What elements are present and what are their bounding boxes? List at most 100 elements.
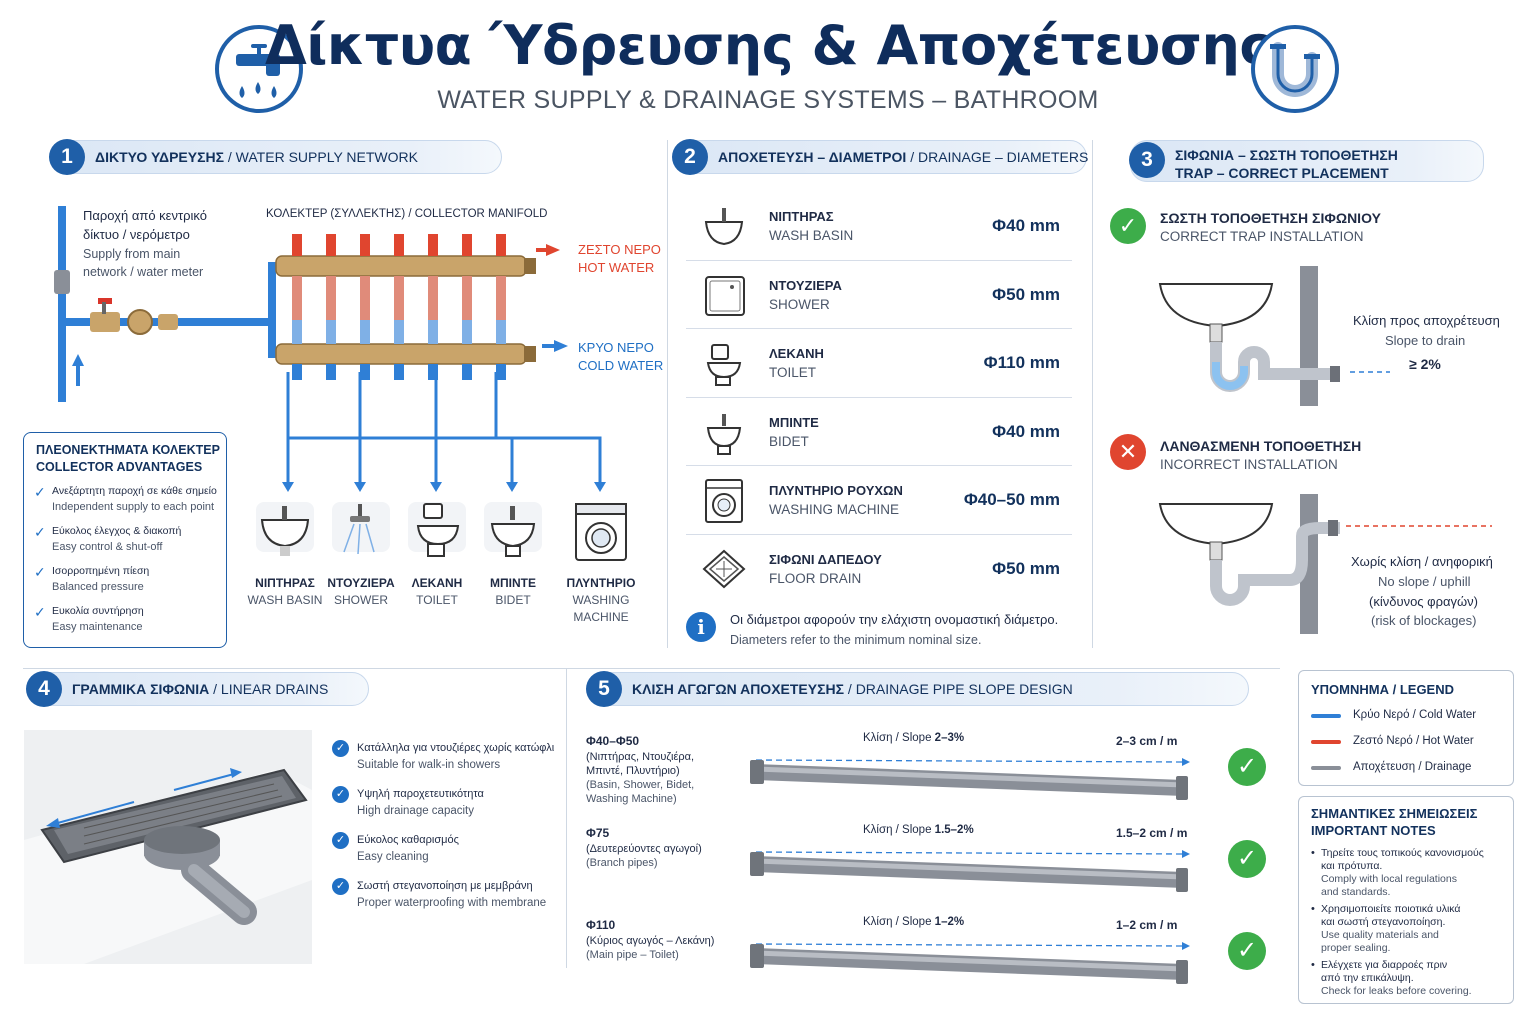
section-2-number: 2	[672, 139, 708, 175]
diameter-fixture-en: SHOWER	[769, 296, 830, 312]
incorrect-title-gr: ΛΑΝΘΑΣΜΕΝΗ ΤΟΠΟΘΕΤΗΣΗ	[1160, 438, 1362, 454]
section-3-title-en: TRAP – CORRECT PLACEMENT	[1175, 165, 1389, 181]
note-en: Comply with local regulations	[1321, 873, 1457, 885]
legend-swatch	[1311, 714, 1341, 718]
check-circle-icon: ✓	[332, 832, 349, 849]
pipe-use-gr-2: Μπιντέ, Πλυντήριο)	[586, 765, 680, 777]
slope-percent: 1–2%	[934, 916, 965, 928]
check-circle-icon: ✓	[332, 878, 349, 895]
pipe-slope-row: Φ40–Φ50(Νιπτήρας, Ντουζιέρα,Μπιντέ, Πλυν…	[586, 724, 1276, 816]
wash-basin-icon	[704, 208, 744, 246]
cold-manifold	[275, 343, 527, 365]
pipe-diameter: Φ75	[586, 826, 610, 840]
note-en: Check for leaks before covering.	[1321, 985, 1472, 997]
pipe-slope-label: Κλίση / Slope 2–3%	[863, 732, 964, 744]
note-en-2: proper sealing.	[1321, 942, 1391, 954]
advantage-en: Balanced pressure	[52, 581, 144, 593]
advantages-title-en: COLLECTOR ADVANTAGES	[36, 460, 203, 474]
diameter-fixture-en: FLOOR DRAIN	[769, 570, 862, 586]
supply-fixture-en: WASH BASIN	[247, 593, 323, 607]
diameter-fixture-gr: ΣΙΦΩΝΙ ΔΑΠΕΔΟΥ	[769, 551, 882, 567]
shower-tray-icon	[705, 275, 745, 316]
hot-port-valve	[428, 234, 438, 256]
supply-fixture-gr: ΜΠΙΝΤΕ	[490, 576, 536, 590]
correct-check-icon: ✓	[1110, 208, 1146, 244]
supply-label-en-1: Supply from main	[83, 247, 181, 261]
cold-port-outlet	[496, 364, 506, 380]
cold-port-outlet	[428, 364, 438, 380]
slope-value: ≥ 2%	[1409, 356, 1441, 372]
slope-label-en: Slope to drain	[1385, 333, 1466, 348]
shower-icon	[332, 502, 390, 555]
collector-advantages-box: ΠΛΕΟΝΕΚΤΗΜΑΤΑ ΚΟΛΕΚΤΕΡ COLLECTOR ADVANTA…	[23, 432, 227, 648]
bidet-icon	[484, 502, 542, 557]
cold-water-label-en: COLD WATER	[578, 358, 664, 373]
point-gr: Σωστή στεγανοποίηση με μεμβράνη	[357, 880, 533, 892]
pipe-use-gr: (Νιπτήρας, Ντουζιέρα,	[586, 751, 695, 763]
incorrect-x-icon: ✕	[1110, 434, 1146, 470]
note-gr: Χρησιμοποιείτε ποιοτικά υλικά	[1321, 903, 1461, 915]
hot-riser-pipe	[462, 276, 472, 344]
pipe-slope-rows: Φ40–Φ50(Νιπτήρας, Ντουζιέρα,Μπιντέ, Πλυν…	[586, 724, 1276, 984]
diameter-fixture-gr: ΠΛΥΝΤΗΡΙΟ ΡΟΥΧΩΝ	[769, 483, 903, 498]
faucet-icon	[215, 25, 303, 113]
correct-trap-drawing	[1158, 266, 1390, 406]
slope-label-text: Κλίση / Slope	[863, 916, 935, 928]
correct-title-en: CORRECT TRAP INSTALLATION	[1160, 229, 1364, 244]
check-circle-icon: ✓	[332, 786, 349, 803]
shutoff-valve-icon	[90, 312, 120, 332]
cold-riser-pipe	[326, 320, 336, 344]
hot-riser-pipe	[394, 276, 404, 344]
legend-item: Αποχέτευση / Drainage	[1311, 761, 1511, 781]
point-en: Proper waterproofing with membrane	[357, 897, 547, 909]
section-2-title-en: / DRAINAGE – DIAMETERS	[910, 149, 1089, 165]
diameter-value: Φ40–50 mm	[963, 490, 1060, 509]
check-icon: ✓	[34, 524, 46, 540]
pipe-slope-label: Κλίση / Slope 1.5–2%	[863, 824, 974, 836]
supply-label-en-2: network / water meter	[83, 265, 204, 279]
supply-fixture-gr: ΝΤΟΥΖΙΕΡΑ	[327, 576, 395, 590]
pipe-rate: 2–3 cm / m	[1116, 734, 1178, 748]
legend-title: ΥΠΟΜΝΗΜΑ / LEGEND	[1311, 682, 1454, 697]
cold-port-outlet	[360, 364, 370, 380]
advantage-gr: Ισορροπημένη πίεση	[52, 565, 150, 577]
pipe-slope-label: Κλίση / Slope 1–2%	[863, 916, 964, 928]
legend-label: Κρύο Νερό / Cold Water	[1353, 709, 1477, 721]
hot-port-valve	[496, 234, 506, 256]
section-2-header: 2 ΑΠΟΧΕΤΕΥΣΗ – ΔΙΑΜΕΤΡΟΙ / DRAINAGE – DI…	[672, 139, 1089, 175]
bullet-icon: •	[1311, 959, 1315, 971]
hot-water-label-gr: ΖΕΣΤΟ ΝΕΡΟ	[578, 242, 661, 257]
check-icon: ✓	[34, 604, 46, 620]
pipe-rate: 1–2 cm / m	[1116, 918, 1178, 932]
divider-1-2	[667, 140, 668, 648]
check-circle-icon: ✓	[1228, 748, 1266, 786]
advantage-gr: Ευκολία συντήρηση	[52, 605, 144, 617]
diameter-fixture-gr: ΛΕΚΑΝΗ	[769, 346, 824, 361]
cold-riser-pipe	[496, 320, 506, 344]
row-separator	[686, 396, 1072, 398]
washing-machine-icon	[705, 479, 743, 523]
incorrect-title-en: INCORRECT INSTALLATION	[1160, 457, 1338, 472]
cold-port-outlet	[326, 364, 336, 380]
supply-fixture-en: BIDET	[495, 593, 531, 607]
row-separator	[686, 328, 1072, 329]
section-5-header: 5 ΚΛΙΣΗ ΑΓΩΓΩΝ ΑΠΟΧΕΤΕΥΣΗΣ / DRAINAGE PI…	[586, 671, 1249, 707]
supply-label-gr-1: Παροχή από κεντρικό	[83, 208, 207, 223]
supply-label-gr-2: δίκτυο / νερόμετρο	[83, 227, 190, 242]
hot-riser-pipe	[360, 276, 370, 344]
legend-label: Αποχέτευση / Drainage	[1353, 761, 1472, 773]
section-1-title-gr: ΔΙΚΤΥΟ ΥΔΡΕΥΣΗΣ	[95, 149, 225, 165]
legend-item: Κρύο Νερό / Cold Water	[1311, 709, 1511, 729]
pipe-use-en-2: Washing Machine)	[586, 793, 677, 805]
correct-title-gr: ΣΩΣΤΗ ΤΟΠΟΘΕΤΗΣΗ ΣΙΦΩΝΙΟΥ	[1160, 210, 1381, 226]
section-3-header: 3 ΣΙΦΩΝΙΑ – ΣΩΣΤΗ ΤΟΠΟΘΕΤΗΣΗ TRAP – CORR…	[1129, 140, 1484, 182]
section-1-title-en: / WATER SUPPLY NETWORK	[227, 149, 418, 165]
diameter-value: Φ40 mm	[992, 421, 1060, 441]
pipe-use-en: (Basin, Shower, Bidet,	[586, 779, 695, 791]
notes-box: ΣΗΜΑΝΤΙΚΕΣ ΣΗΜΕΙΩΣΕΙΣ IMPORTANT NOTES •Τ…	[1298, 796, 1514, 1004]
